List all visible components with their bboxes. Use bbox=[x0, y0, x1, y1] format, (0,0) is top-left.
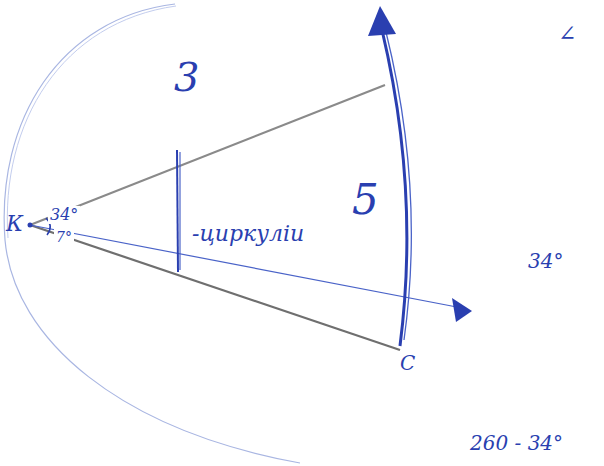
chord-bar-trace bbox=[179, 152, 180, 270]
angle-value: 34° bbox=[526, 250, 565, 272]
segment-number: 3 bbox=[172, 56, 201, 98]
upper-ray bbox=[30, 85, 385, 225]
chord-bar bbox=[177, 150, 178, 272]
sector-arc-trace bbox=[386, 32, 411, 340]
note-text: -циркуліи bbox=[190, 222, 306, 246]
outer-circle-trace bbox=[7, 6, 176, 238]
ray-arrowhead bbox=[452, 298, 472, 322]
angle-value: 34° bbox=[48, 206, 80, 224]
sector-arc bbox=[382, 30, 407, 346]
arc-number: 5 bbox=[350, 178, 381, 222]
angle-symbol: ∠ bbox=[556, 22, 578, 46]
point-letter: К bbox=[4, 212, 25, 236]
formula-text: 260 - 34° bbox=[468, 432, 565, 454]
point-letter: С bbox=[398, 352, 417, 374]
angle-value: 7° bbox=[54, 229, 74, 245]
arc-arrowhead bbox=[368, 6, 396, 36]
vertex-point bbox=[28, 223, 33, 228]
